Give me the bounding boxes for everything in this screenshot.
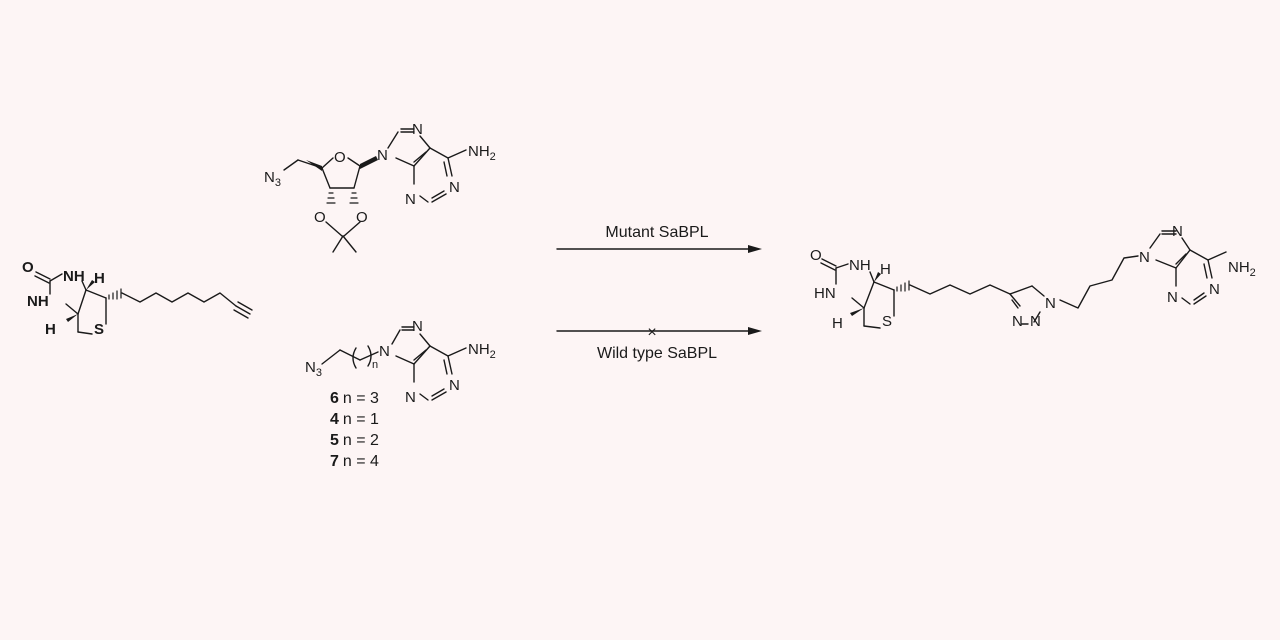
- atom-label: S: [882, 313, 892, 330]
- atom-label: O: [22, 259, 34, 276]
- atom-label: NH: [63, 268, 85, 285]
- atom-label: N: [412, 318, 423, 335]
- atom-label: N: [412, 121, 423, 138]
- hashed-bond: [108, 288, 122, 300]
- atom-label: N: [449, 179, 460, 196]
- atom-label: NH: [849, 257, 871, 274]
- atom-label: N: [377, 147, 388, 164]
- atom-label: n: [372, 359, 378, 371]
- atom-label: N: [1139, 249, 1150, 266]
- atom-label: N: [1167, 289, 1178, 306]
- atom-label: N3: [264, 169, 281, 189]
- atom-label: NH: [27, 293, 49, 310]
- reaction-arrow-wild-type: × Wild type SaBPL: [556, 324, 762, 362]
- atom-label: O: [334, 149, 346, 166]
- arrow-label: Wild type SaBPL: [597, 345, 717, 362]
- atom-label: NH2: [468, 143, 496, 163]
- atom-label: O: [314, 209, 326, 226]
- atom-label: N: [1045, 295, 1056, 312]
- atom-label: N: [1012, 313, 1023, 330]
- biotin-alkyne-structure: O NH H NH H S: [22, 259, 253, 338]
- reaction-arrow-mutant: Mutant SaBPL: [556, 224, 762, 253]
- atom-label: N: [1030, 313, 1041, 330]
- blocked-mark: ×: [647, 324, 656, 341]
- atom-label: O: [810, 247, 822, 264]
- atom-label: N: [405, 389, 416, 406]
- atom-label: S: [94, 321, 104, 338]
- atom-label: H: [832, 315, 843, 332]
- atom-label: NH2: [1228, 259, 1256, 279]
- atom-label: N: [379, 343, 390, 360]
- atom-label: N3: [305, 359, 322, 379]
- atom-label: O: [356, 209, 368, 226]
- atom-label: N: [1172, 223, 1183, 240]
- arrow-label: Mutant SaBPL: [605, 224, 708, 241]
- atom-label: H: [45, 321, 56, 338]
- azidoalkyl-adenine-structure: N3 n N N NH2 N N: [305, 318, 496, 406]
- atom-label: N: [449, 377, 460, 394]
- atom-label: N: [1209, 281, 1220, 298]
- atom-label: NH2: [468, 341, 496, 361]
- product-structure: O NH H HN H S N N N N N NH2 N N: [810, 223, 1256, 332]
- atom-label: N: [405, 191, 416, 208]
- atom-label: H: [880, 261, 891, 278]
- atom-label: H: [94, 270, 105, 287]
- atom-label: HN: [814, 285, 836, 302]
- azido-adenosine-acetonide-structure: N3 O N N NH2 N N O O: [264, 121, 496, 253]
